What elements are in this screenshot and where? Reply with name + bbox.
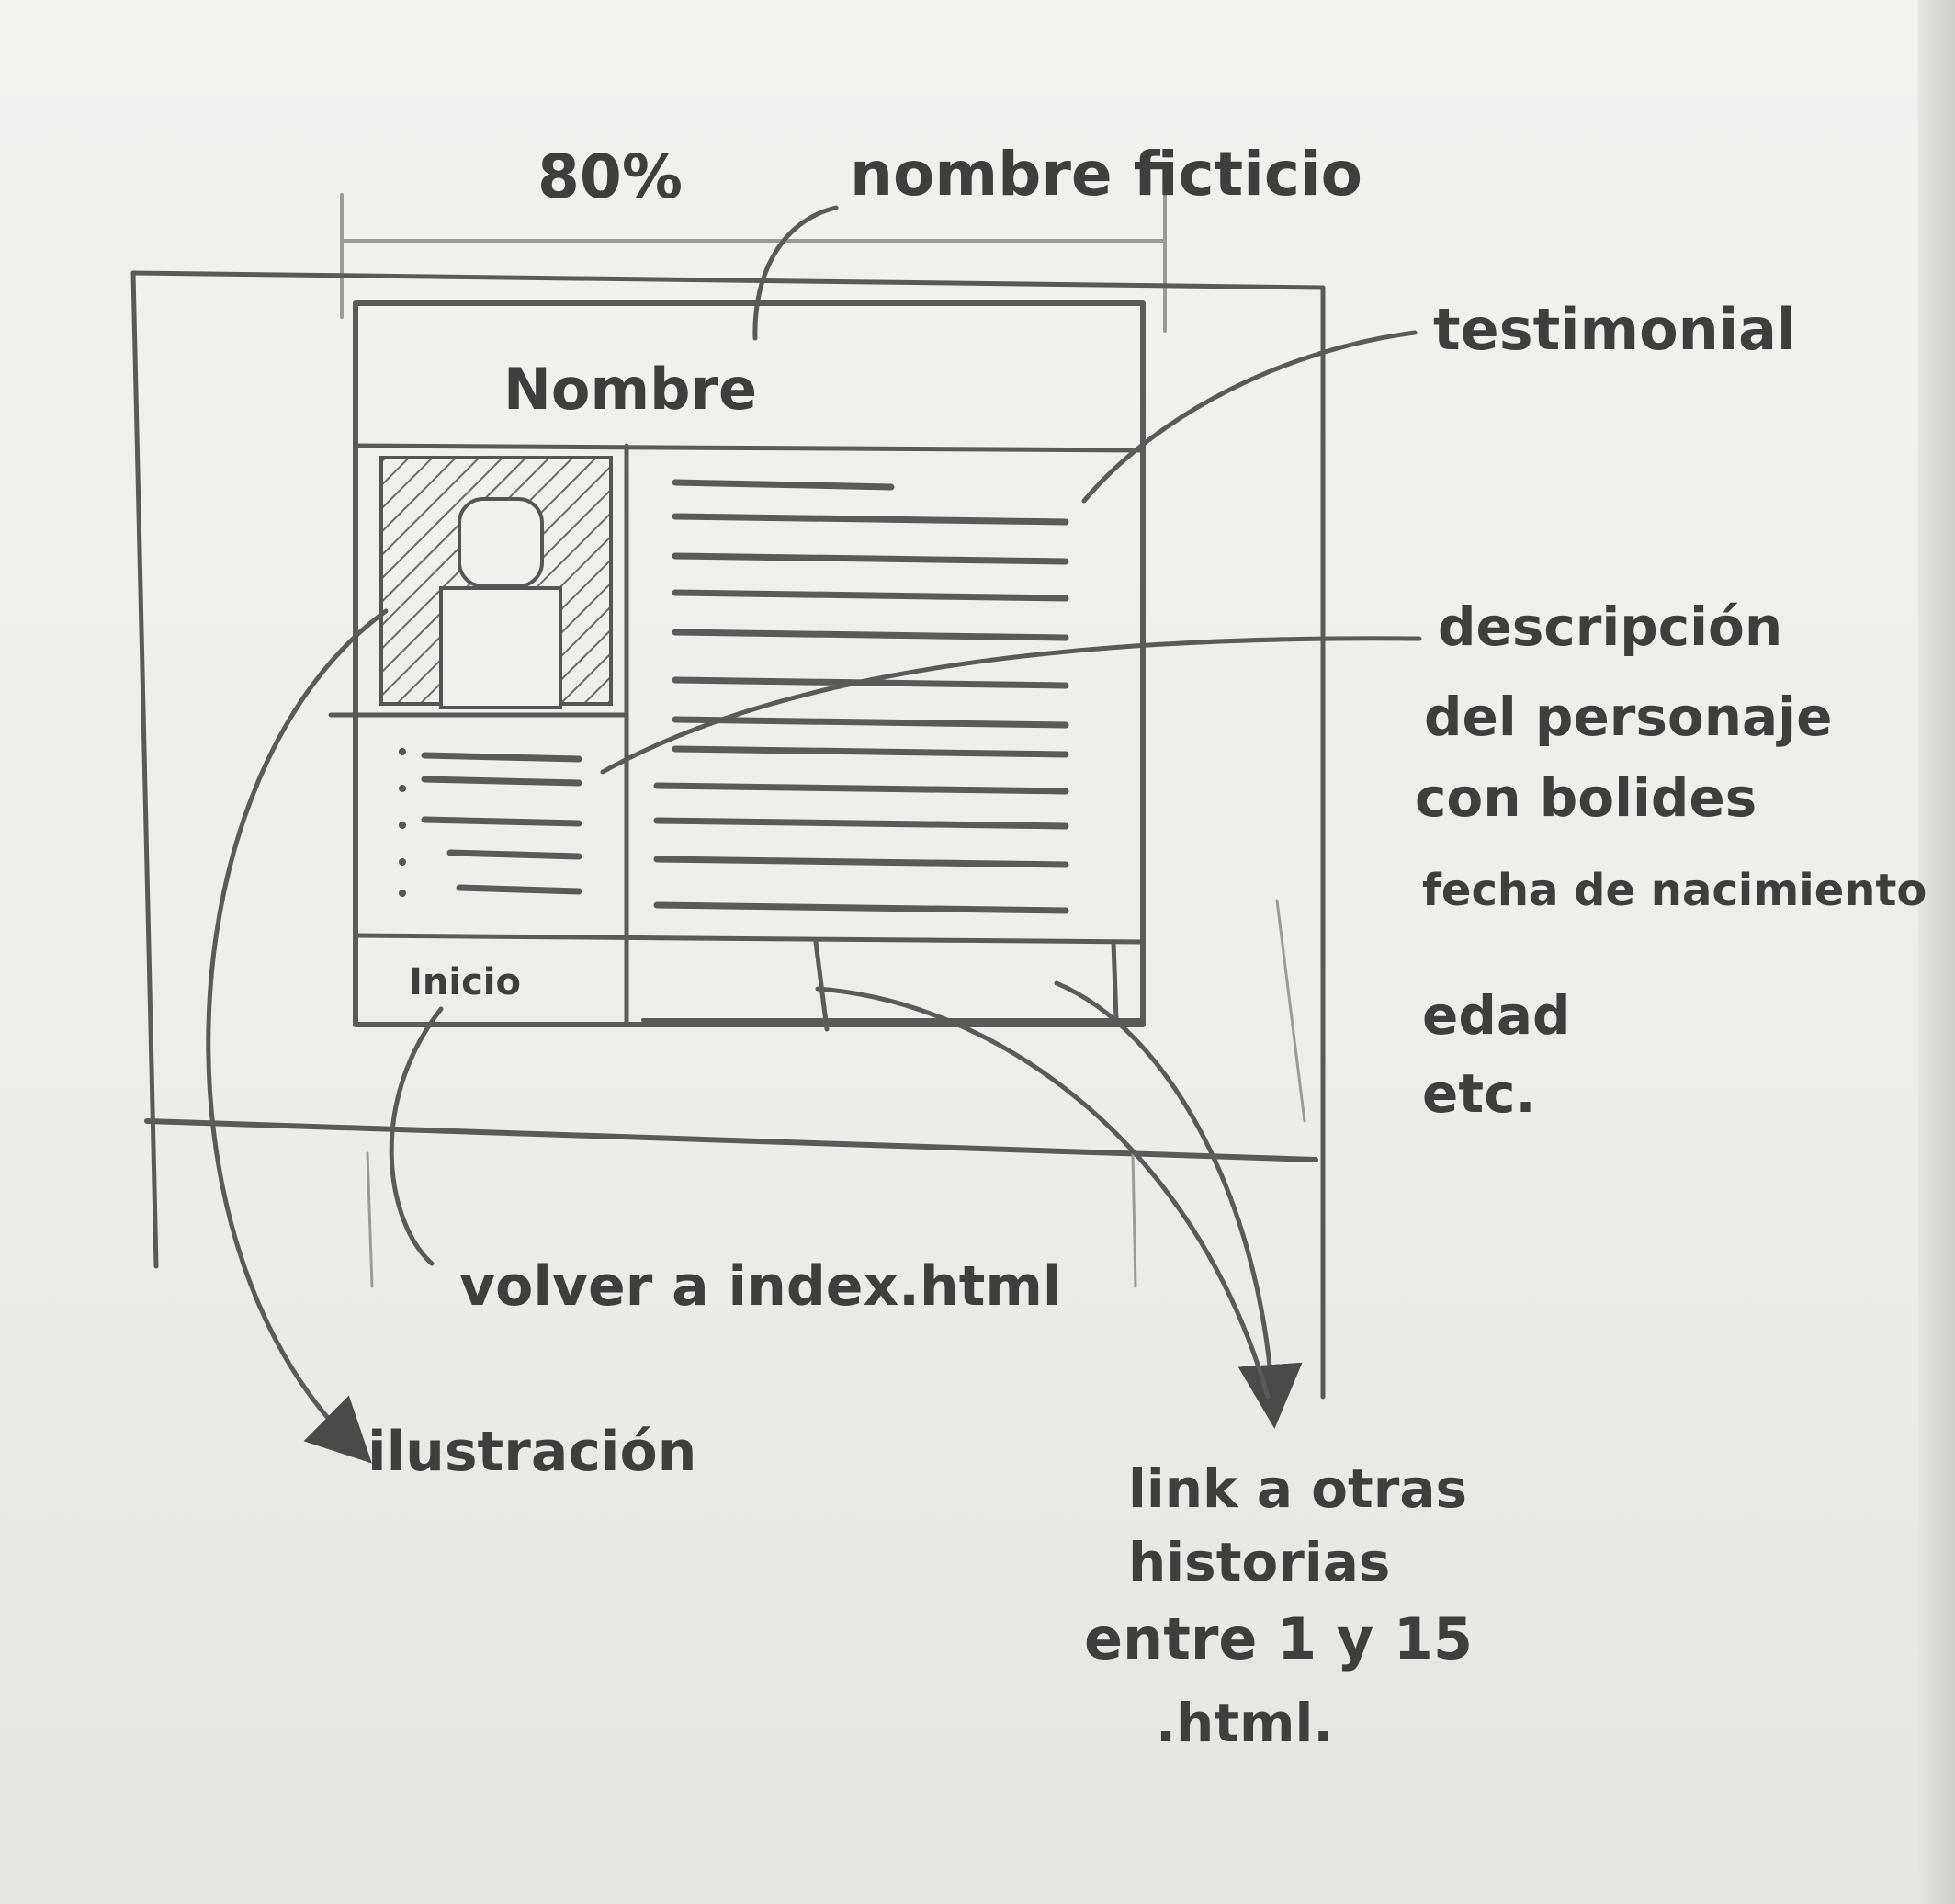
width-dimension: 80% [340, 142, 1167, 333]
footer-nav-row: Inicio [409, 939, 1141, 1032]
width-annotation: 80% [537, 142, 683, 212]
home-link-annotation: volver a index.html [459, 1254, 1061, 1319]
description-annotation: descripción del personaje con bolides fe… [1415, 595, 1927, 1125]
description-bullet-3: etc. [1422, 1062, 1535, 1125]
description-bullet-1: fecha de nacimiento [1422, 865, 1927, 916]
description-annotation-line1: descripción [1438, 595, 1782, 658]
illustration-placeholder [379, 456, 613, 709]
page-container: Nombre [328, 300, 1146, 1027]
other-links-line4: .html. [1156, 1692, 1333, 1754]
other-links-line3: entre 1 y 15 [1084, 1605, 1473, 1672]
paper-edge-shadow [1918, 0, 1955, 1904]
other-links-line1: link a otras [1128, 1457, 1467, 1520]
header-name-label: Nombre [503, 356, 757, 423]
home-link-label: Inicio [409, 961, 521, 1003]
testimonial-annotation: testimonial [1433, 296, 1796, 363]
other-links-annotation: link a otras historias entre 1 y 15 .htm… [1084, 1457, 1473, 1754]
description-annotation-line3: con bolides [1415, 766, 1757, 829]
header-name-annotation: nombre ficticio [850, 139, 1362, 210]
description-annotation-line2: del personaje [1424, 686, 1832, 748]
description-bullet-2: edad [1422, 984, 1571, 1047]
testimonial-text-lines [653, 479, 1069, 914]
illustration-annotation: ilustración [367, 1420, 696, 1484]
annotation-leaders [206, 205, 1422, 1464]
outer-frame [130, 270, 1326, 1400]
description-bullet-list [399, 748, 582, 897]
other-links-line2: historias [1128, 1531, 1390, 1593]
